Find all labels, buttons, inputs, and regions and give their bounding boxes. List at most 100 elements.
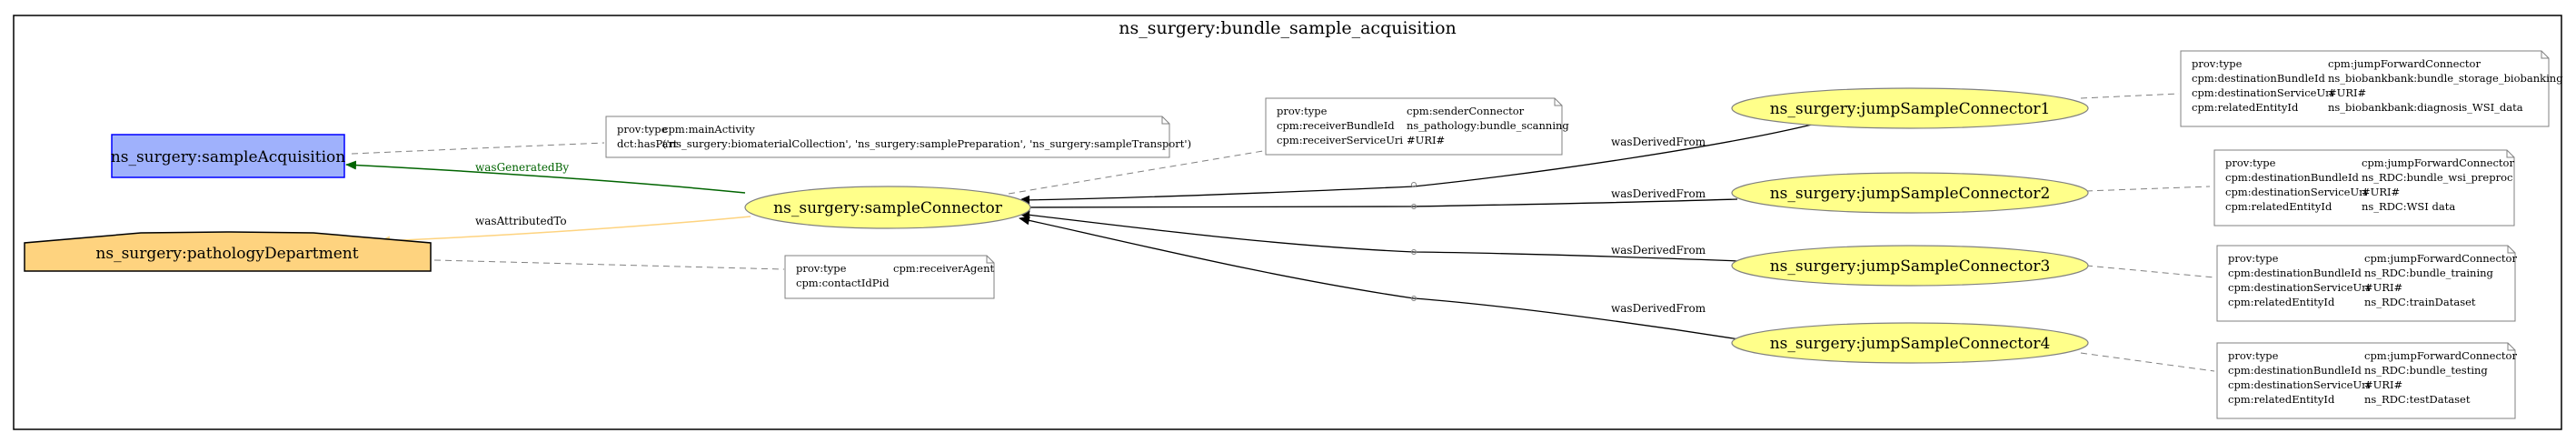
note-link-jump3 <box>2085 265 2215 278</box>
note-property-key: cpm:destinationBundleId <box>2225 171 2359 184</box>
edge-label-derived: wasDerivedFrom <box>1611 244 1706 257</box>
note-property-value: cpm:senderConnector <box>1407 105 1525 117</box>
note-property-value: #URI# <box>2364 281 2402 294</box>
note-box <box>2216 342 2516 419</box>
note-property-key: cpm:destinationBundleId <box>2192 72 2325 85</box>
entity-node-jump-connector-3[interactable]: ns_surgery:jumpSampleConnector3 <box>1731 245 2089 287</box>
note-link-receiver-agent <box>433 259 785 270</box>
note-box <box>2216 245 2516 322</box>
agent-label: ns_surgery:pathologyDepartment <box>95 245 358 263</box>
note-property-key: cpm:receiverBundleId <box>1277 119 1395 132</box>
note-receiver-agent: prov:type cpm:receiverAgentcpm:contactIdP… <box>784 255 995 299</box>
activity-label: ns_surgery:sampleAcquisition <box>111 148 345 166</box>
edge-label-derived: wasDerivedFrom <box>1611 187 1706 200</box>
note-property-key: prov:type <box>2192 57 2243 70</box>
note-property-value: ns_RDC:bundle_testing <box>2364 364 2488 377</box>
note-link-jump1-b <box>2080 93 2180 99</box>
note-property-value: ns_RDC:testDataset <box>2364 393 2471 406</box>
note-property-value: cpm:jumpForwardConnector <box>2364 252 2517 265</box>
note-link-main-activity <box>351 142 605 155</box>
entity-label: ns_surgery:sampleConnector <box>773 199 1003 217</box>
note-property-key: prov:type <box>1277 105 1328 117</box>
note-property-key: cpm:destinationServiceUri <box>2228 378 2371 391</box>
note-property-value: #URI# <box>2328 86 2366 99</box>
note-property-value: ns_biobankbank:diagnosis_WSI_data <box>2328 101 2523 114</box>
note-property-value: cpm:jumpForwardConnector <box>2364 349 2517 362</box>
note-link-jump4 <box>2080 352 2215 372</box>
edge-derived-jump2 <box>1019 198 1738 212</box>
edge-derived-jump4 <box>1019 216 1746 341</box>
note-property-value: ns_RDC:trainDataset <box>2364 296 2476 308</box>
edge-label-derived: wasDerivedFrom <box>1611 302 1706 315</box>
note-property-value: ns_RDC:bundle_wsi_preproc <box>2362 171 2512 184</box>
edge-junction-dot <box>1411 296 1417 301</box>
note-property-value: cpm:jumpForwardConnector <box>2362 156 2514 169</box>
note-box <box>784 255 995 299</box>
note-property-key: cpm:contactIdPid <box>796 277 890 289</box>
note-property-key: cpm:relatedEntityId <box>2225 200 2332 213</box>
note-box <box>1265 97 1563 156</box>
note-property-value: #URI# <box>1407 134 1445 146</box>
activity-node-sample-acquisition[interactable]: ns_surgery:sampleAcquisition <box>111 134 345 178</box>
entity-label: ns_surgery:jumpSampleConnector1 <box>1770 100 2051 118</box>
note-property-key: prov:type <box>2228 252 2279 265</box>
note-property-key: cpm:destinationServiceUri <box>2192 86 2334 99</box>
edge-junction-dot <box>1411 249 1417 255</box>
agent-node-pathology-department[interactable]: ns_surgery:pathologyDepartment <box>24 231 432 272</box>
edge-was-attributed-to <box>379 216 751 246</box>
edge-junction-dot <box>1411 204 1417 209</box>
note-property-key: cpm:destinationServiceUri <box>2225 186 2368 198</box>
bundle-title: ns_surgery:bundle_sample_acquisition <box>1119 18 1457 38</box>
note-property-key: prov:type <box>2228 349 2279 362</box>
edge-junction-dot <box>1411 182 1417 187</box>
note-box <box>2180 50 2550 127</box>
note-property-key: cpm:relatedEntityId <box>2228 296 2335 308</box>
edge-label-attributed-to: wasAttributedTo <box>475 215 567 227</box>
edge-label-generated-by: wasGeneratedBy <box>475 161 569 174</box>
note-property-key: cpm:destinationBundleId <box>2228 267 2362 279</box>
entity-node-jump-connector-2[interactable]: ns_surgery:jumpSampleConnector2 <box>1731 172 2089 214</box>
bundle-cluster-frame <box>13 15 2562 430</box>
note-property-value: ('ns_surgery:biomaterialCollection', 'ns… <box>662 137 1191 150</box>
note-property-key: cpm:destinationServiceUri <box>2228 281 2371 294</box>
note-property-key: cpm:relatedEntityId <box>2228 393 2335 406</box>
note-property-value: ns_pathology:bundle_scanning <box>1407 119 1569 132</box>
entity-label: ns_surgery:jumpSampleConnector4 <box>1770 335 2051 353</box>
note-property-key: cpm:destinationBundleId <box>2228 364 2362 377</box>
entity-node-jump-connector-1[interactable]: ns_surgery:jumpSampleConnector1 <box>1731 87 2089 129</box>
note-property-key: dct:hasPart <box>617 137 678 150</box>
note-property-key: prov:type <box>2225 156 2276 169</box>
note-property-value: #URI# <box>2362 186 2400 198</box>
note-property-value: cpm:jumpForwardConnector <box>2328 57 2481 70</box>
entity-node-jump-connector-4[interactable]: ns_surgery:jumpSampleConnector4 <box>1731 322 2089 364</box>
edge-was-generated-by <box>345 160 746 194</box>
note-box <box>605 116 1170 158</box>
note-connectors <box>351 142 1264 270</box>
note-main-activity: prov:typecpm:mainActivitydct:hasPart('ns… <box>605 116 1191 158</box>
note-property-value: cpm:receiverAgent <box>893 262 994 275</box>
note-box <box>2213 149 2515 227</box>
edge-label-derived: wasDerivedFrom <box>1611 136 1706 148</box>
note-property-key: cpm:receiverServiceUri <box>1277 134 1403 146</box>
entity-label: ns_surgery:jumpSampleConnector2 <box>1770 185 2051 203</box>
note-sender-connector: prov:type cpm:senderConnector cpm:receiver… <box>1265 97 1569 156</box>
note-connectors-right <box>2080 93 2215 372</box>
notes-layer: prov:typecpm:mainActivitydct:hasPart('ns… <box>605 50 2563 419</box>
note-property-value: #URI# <box>2364 378 2402 391</box>
note-property-value: ns_RDC:WSI data <box>2362 200 2455 213</box>
edge-derived-jump1 <box>1019 123 1816 205</box>
entity-label: ns_surgery:jumpSampleConnector3 <box>1770 257 2051 276</box>
note-property-key: prov:type <box>796 262 847 275</box>
note-property-value: ns_RDC:bundle_training <box>2364 267 2494 279</box>
derived-edges: wasDerivedFrom wasDerivedFrom wasDerived… <box>1019 123 1816 341</box>
note-link-jump2 <box>2085 186 2211 192</box>
note-property-value: cpm:mainActivity <box>662 123 755 136</box>
note-property-key: prov:type <box>617 123 668 136</box>
note-property-value: ns_biobankbank:bundle_storage_biobanking <box>2328 72 2563 85</box>
entity-node-sample-connector[interactable]: ns_surgery:sampleConnector <box>744 186 1031 229</box>
